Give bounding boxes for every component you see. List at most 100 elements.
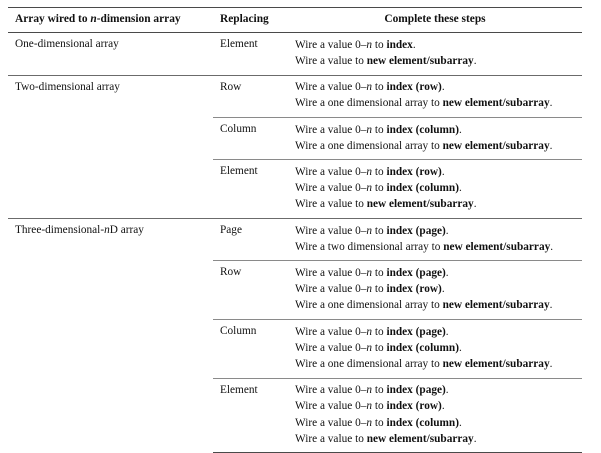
header-text-prefix: Array wired to	[15, 13, 91, 25]
step-line: Wire a value 0–n to index (column).	[295, 415, 575, 431]
step-line: Wire a one dimensional array to new elem…	[295, 138, 575, 154]
step-line: Wire a value 0–n to index (row).	[295, 399, 575, 415]
step-bold-term: new element/subarray	[443, 240, 551, 253]
step-text-a: Wire a value to	[295, 198, 367, 211]
cell-complete-steps: Wire a value 0–n to index (row).Wire a v…	[288, 159, 582, 219]
step-text-a: Wire a value 0–	[295, 182, 367, 195]
step-text-a: Wire a value 0–	[295, 341, 367, 354]
step-bold-term: new element/subarray	[442, 97, 550, 110]
step-italic-n: n	[366, 182, 373, 195]
step-bold-term: new element/subarray	[366, 54, 474, 67]
cell-replacing: Row	[213, 260, 288, 320]
step-bold-term: index (row)	[386, 283, 442, 296]
step-text-a: Wire a value 0–	[295, 81, 367, 94]
step-line: Wire a value 0–n to index (row).	[295, 80, 575, 96]
step-text-c: .	[549, 358, 553, 370]
step-text-a: Wire a value 0–	[295, 400, 367, 413]
step-text-b: to	[372, 123, 387, 136]
step-bold-term: index (column)	[386, 182, 459, 195]
step-text-b: to	[372, 81, 387, 94]
step-text-a: Wire a value 0–	[295, 384, 367, 397]
step-text-c: .	[445, 384, 449, 397]
step-bold-term: index (page)	[386, 266, 446, 279]
step-text-a: Wire a value 0–	[295, 283, 367, 296]
step-text-c: .	[458, 341, 462, 354]
category-text-prefix: Two-dimensional array	[15, 80, 120, 93]
step-line: Wire a value to new element/subarray.	[295, 431, 575, 447]
cell-replacing: Element	[213, 159, 288, 219]
step-text-c: .	[412, 38, 416, 51]
step-text-c: .	[441, 165, 445, 178]
step-line: Wire a one dimensional array to new elem…	[295, 356, 575, 372]
cell-replacing: Element	[213, 377, 288, 453]
step-bold-term: new element/subarray	[442, 139, 550, 152]
step-text-a: Wire a one dimensional array to	[295, 299, 443, 312]
step-text-a: Wire a value 0–	[295, 38, 367, 51]
step-text-a: Wire a value to	[295, 432, 367, 445]
step-text-b: to	[372, 266, 387, 279]
step-line: Wire a value 0–n to index.	[295, 37, 575, 53]
step-text-a: Wire a value 0–	[295, 165, 367, 178]
category-text-prefix: One-dimensional array	[15, 38, 119, 51]
table-header: Array wired to n-dimension array Replaci…	[8, 6, 582, 34]
step-text-c: .	[473, 432, 477, 445]
row-category-2: Two-dimensional array	[8, 74, 213, 219]
step-italic-n: n	[366, 283, 373, 296]
step-text-a: Wire a one dimensional array to	[295, 139, 443, 152]
cell-replacing: Row	[213, 74, 288, 118]
step-text-a: Wire a value 0–	[295, 123, 367, 136]
step-line: Wire a value to new element/subarray.	[295, 53, 575, 69]
step-text-a: Wire a value to	[295, 54, 367, 67]
step-text-b: to	[372, 400, 387, 413]
step-italic-n: n	[366, 165, 373, 178]
step-text-c: .	[549, 139, 553, 152]
step-line: Wire a value 0–n to index (row).	[295, 164, 575, 180]
column-header-complete-steps: Complete these steps	[288, 6, 582, 34]
step-line: Wire a one dimensional array to new elem…	[295, 298, 575, 314]
column-header-array-wired: Array wired to n-dimension array	[8, 6, 213, 34]
array-replace-reference-table: Array wired to n-dimension array Replaci…	[8, 6, 582, 453]
cell-complete-steps: Wire a value 0–n to index (column).Wire …	[288, 116, 582, 160]
step-text-b: to	[372, 182, 387, 195]
cell-complete-steps: Wire a value 0–n to index (row).Wire a o…	[288, 74, 582, 118]
step-line: Wire a value 0–n to index (row).	[295, 282, 575, 298]
step-line: Wire a value 0–n to index (page).	[295, 324, 575, 340]
step-bold-term: new element/subarray	[442, 358, 550, 370]
step-line: Wire a value 0–n to index (column).	[295, 340, 575, 356]
step-line: Wire a two dimensional array to new elem…	[295, 239, 575, 255]
step-text-c: .	[473, 198, 477, 211]
step-text-c: .	[445, 266, 449, 279]
step-text-c: .	[441, 81, 445, 94]
cell-complete-steps: Wire a value 0–n to index (page).Wire a …	[288, 319, 582, 379]
step-italic-n: n	[366, 81, 373, 94]
column-header-replacing: Replacing	[213, 6, 288, 34]
cell-complete-steps: Wire a value 0–n to index (page).Wire a …	[288, 217, 582, 261]
step-bold-term: new element/subarray	[366, 198, 474, 211]
step-text-a: Wire a value 0–	[295, 266, 367, 279]
cell-replacing: Element	[213, 32, 288, 76]
step-text-c: .	[473, 54, 477, 67]
step-text-c: .	[549, 299, 553, 312]
step-bold-term: index (page)	[386, 224, 446, 237]
step-bold-term: index (column)	[386, 341, 459, 354]
step-text-c: .	[550, 240, 554, 253]
step-bold-term: index (page)	[386, 384, 446, 397]
cell-complete-steps: Wire a value 0–n to index (page).Wire a …	[288, 260, 582, 320]
step-text-a: Wire a value 0–	[295, 224, 367, 237]
step-line: Wire a value 0–n to index (column).	[295, 122, 575, 138]
step-bold-term: index (row)	[386, 400, 442, 413]
category-text-suffix: D array	[109, 223, 144, 236]
step-bold-term: index (page)	[386, 325, 446, 338]
step-italic-n: n	[366, 38, 373, 51]
step-text-b: to	[372, 38, 387, 51]
step-bold-term: new element/subarray	[366, 432, 474, 445]
header-row: Array wired to n-dimension array Replaci…	[8, 6, 582, 34]
step-line: Wire a value 0–n to index (page).	[295, 383, 575, 399]
step-text-c: .	[458, 182, 462, 195]
step-bold-term: index (row)	[386, 165, 442, 178]
